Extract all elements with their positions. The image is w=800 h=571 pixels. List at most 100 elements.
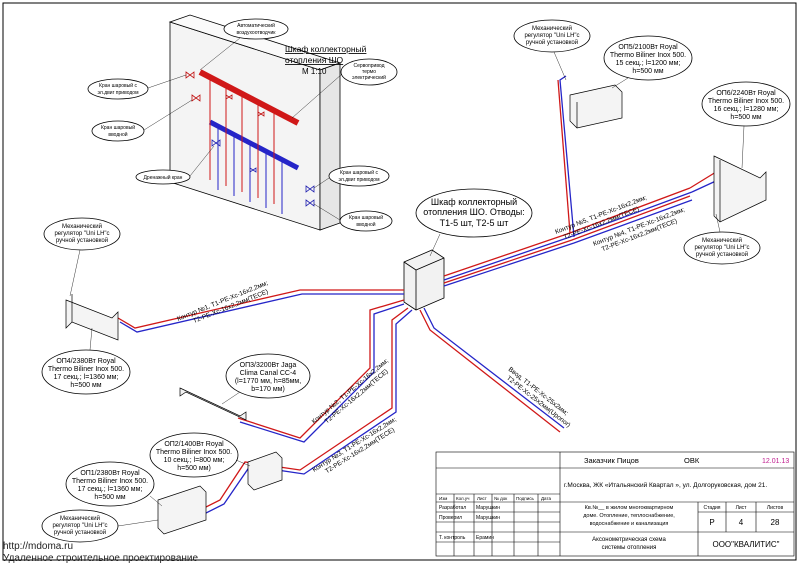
svg-text:ОП1/2380Вт Royal: ОП1/2380Вт Royal: [80, 470, 140, 477]
radiator-op4: [65, 294, 119, 341]
svg-text:Кран шаровый с: Кран шаровый с: [340, 169, 378, 176]
svg-text:Thermo Biliner Inox 500.: Thermo Biliner Inox 500.: [156, 449, 232, 456]
callout-regulator-right: Механический регулятор "Uni LH"c ручной …: [683, 213, 761, 265]
tb-sheets-h: Листов: [767, 505, 784, 511]
svg-text:эл.двиг приводом: эл.двиг приводом: [338, 177, 380, 183]
callout-op6: ОП6/2240Вт Royal Thermo Biliner Inox 500…: [701, 81, 791, 169]
tb-company: ООО"КВАЛИТИС": [712, 540, 779, 549]
collector-cabinet-detail: [168, 14, 342, 231]
callout-ball-valve-input-left: Кран шаровый вводной: [91, 99, 193, 142]
svg-text:17 секц.; l=1360 мм;: 17 секц.; l=1360 мм;: [78, 486, 143, 493]
svg-text:ручной установкой: ручной установкой: [526, 39, 578, 46]
svg-text:ОП4/2380Вт Royal: ОП4/2380Вт Royal: [56, 358, 116, 365]
svg-text:ОП2/1400Вт Royal: ОП2/1400Вт Royal: [164, 441, 224, 448]
tb-drawing-2: системы отопления: [602, 545, 657, 551]
svg-text:ручной установкой: ручной установкой: [56, 237, 108, 244]
callout-ball-valve-drive-right: Кран шаровый с эл.двиг приводом: [313, 165, 390, 189]
callout-op2: ОП2/1400Вт Royal Thermo Biliner Inox 500…: [149, 432, 251, 478]
svg-text:регулятор "Uni LH"c: регулятор "Uni LH"c: [524, 33, 579, 39]
svg-text:эл.двиг приводом: эл.двиг приводом: [97, 90, 139, 96]
tb-col-3: № док: [494, 496, 507, 501]
tb-object-1: Кв.№__ в жилом многоквартирном: [585, 505, 674, 511]
tb-col-2: Лист: [477, 496, 487, 501]
callout-ball-valve-input-right: Кран шаровый вводной: [313, 203, 393, 232]
tb-role-0: Разработал: [439, 505, 466, 511]
footer-url[interactable]: http://mdoma.ru: [3, 541, 74, 552]
callout-op5: ОП5/2100Вт Royal Thermo Biliner Inox 500…: [603, 35, 693, 89]
callout-regulator-left: Механический регулятор "Uni LH"c ручной …: [43, 217, 121, 297]
callout-ball-valve-drive-left: Кран шаровый с эл.двиг приводом: [87, 74, 187, 100]
callout-regulator-top: Механический регулятор "Uni LH"c ручной …: [513, 19, 591, 81]
callout-servo: Сервопривод термо электрический: [291, 58, 398, 119]
radiator-op5: [569, 84, 623, 129]
svg-text:b=170 мм): b=170 мм): [251, 386, 285, 393]
svg-text:Clima Canal CC-4: Clima Canal CC-4: [240, 370, 297, 377]
tb-role-3: Т. контроль: [439, 535, 466, 541]
tb-role-1: Проверил: [439, 515, 462, 521]
drawing-frame: [2, 2, 797, 561]
callout-op4: ОП4/2380Вт Royal Thermo Biliner Inox 500…: [41, 327, 131, 395]
tb-col-1: Кол.уч: [456, 496, 470, 501]
svg-text:h=500 мм: h=500 мм: [70, 382, 101, 389]
tb-sheet: 4: [739, 518, 744, 527]
tb-name-0: Марушкин: [476, 505, 500, 511]
title-customer: Заказчик Пицов: [584, 456, 639, 465]
tb-name-3: Ерамин: [476, 535, 494, 541]
input-pipe-label: Ввод, Т1-PE-Xc-25x2мм; Т2-PE-Xc-25x2мм(U…: [505, 366, 572, 429]
svg-text:h=500 мм): h=500 мм): [177, 465, 211, 472]
title-block: Заказчик Пицов ОВК 12.01.13 г.Москва, ЖК…: [435, 451, 795, 557]
svg-text:Thermo Biliner Inox 500.: Thermo Biliner Inox 500.: [72, 478, 148, 485]
svg-text:отопления ШО. Отводы:: отопления ШО. Отводы:: [423, 207, 524, 217]
svg-text:термо: термо: [362, 69, 376, 75]
tb-col-5: Дата: [541, 496, 551, 501]
svg-text:регулятор "Uni LH"c: регулятор "Uni LH"c: [54, 231, 109, 237]
svg-text:(l=1770 мм, h=85мм,: (l=1770 мм, h=85мм,: [235, 378, 301, 385]
callout-op3: ОП3/3200Вт Jaga Clima Canal CC-4 (l=1770…: [221, 353, 311, 405]
svg-text:10 секц.; l=800 мм;: 10 секц.; l=800 мм;: [164, 457, 225, 464]
svg-text:Т2-PE-Xc-25x2мм(Uponor): Т2-PE-Xc-25x2мм(Uponor): [505, 375, 572, 429]
radiator-op1: [157, 485, 207, 535]
svg-text:Контур №2, Т1-PE-Xc-16x2,2мм;: Контур №2, Т1-PE-Xc-16x2,2мм;: [311, 357, 390, 425]
svg-text:Контур №3, Т1-PE-Xc-16x2,2мм;: Контур №3, Т1-PE-Xc-16x2,2мм;: [311, 416, 398, 474]
svg-text:Механический: Механический: [702, 237, 742, 244]
collector-cabinet-small: [403, 249, 445, 311]
svg-text:ОП5/2100Вт Royal: ОП5/2100Вт Royal: [618, 44, 678, 51]
svg-text:Thermo Biliner Inox 500.: Thermo Biliner Inox 500.: [610, 52, 686, 59]
callout-collector-cabinet: Шкаф коллекторный отопления ШО. Отводы: …: [415, 188, 533, 257]
tb-drawing-1: Аксонометрическая схема: [592, 537, 666, 543]
radiator-op6: [713, 155, 767, 223]
tb-object-2: доме. Отопление, теплоснабжение,: [583, 513, 675, 519]
cabinet-title-2: отопления ШО: [285, 55, 344, 65]
title-section: ОВК: [684, 456, 700, 465]
svg-text:Т1-5 шт, Т2-5 шт: Т1-5 шт, Т2-5 шт: [440, 218, 509, 228]
circuit-1-label: Контур №1, Т1-PE-Xc-16x2,2мм; Т2-PE-Xc-1…: [176, 280, 269, 325]
tb-name-1: Марушкин: [476, 515, 500, 521]
circuit-3-label: Контур №3, Т1-PE-Xc-16x2,2мм; Т2-PE-Xc-1…: [311, 416, 398, 476]
svg-text:Шкаф коллекторный: Шкаф коллекторный: [431, 197, 517, 207]
svg-text:регулятор "Uni LH"c: регулятор "Uni LH"c: [694, 245, 749, 251]
tb-col-4: Подпись: [516, 496, 534, 501]
svg-text:h=500 мм: h=500 мм: [632, 68, 663, 75]
callout-regulator-bottom: Механический регулятор "Uni LH"c ручной …: [41, 509, 159, 543]
tb-stage-h: Стадия: [703, 505, 720, 511]
tb-col-0: Изм: [439, 496, 447, 501]
svg-text:ручной установкой: ручной установкой: [696, 251, 748, 258]
svg-text:17 секц.; l=1360 мм;: 17 секц.; l=1360 мм;: [54, 374, 119, 381]
cabinet-title-1: Шкаф коллекторный: [285, 44, 367, 54]
svg-text:регулятор "Uni LH"c: регулятор "Uni LH"c: [52, 523, 107, 529]
tb-sheets: 28: [771, 518, 780, 527]
svg-text:Автоматический: Автоматический: [237, 22, 275, 29]
cabinet-scale: М 1:10: [302, 67, 327, 76]
svg-text:вводной: вводной: [108, 131, 127, 138]
callout-auto-vent: Автоматический воздухоотводчик: [199, 18, 289, 71]
title-date: 12.01.13: [762, 458, 789, 465]
svg-text:Сервопривод: Сервопривод: [353, 63, 384, 69]
svg-text:Т2-PE-Xc-16x2,2мм(ТЕСЕ): Т2-PE-Xc-16x2,2мм(ТЕСЕ): [324, 427, 396, 476]
svg-text:Механический: Механический: [60, 515, 100, 522]
svg-text:ОП3/3200Вт Jaga: ОП3/3200Вт Jaga: [240, 362, 297, 369]
svg-text:Кран шаровый: Кран шаровый: [349, 214, 383, 221]
svg-text:Механический: Механический: [62, 223, 102, 230]
svg-text:Механический: Механический: [532, 25, 572, 32]
radiator-op2: [247, 451, 283, 491]
